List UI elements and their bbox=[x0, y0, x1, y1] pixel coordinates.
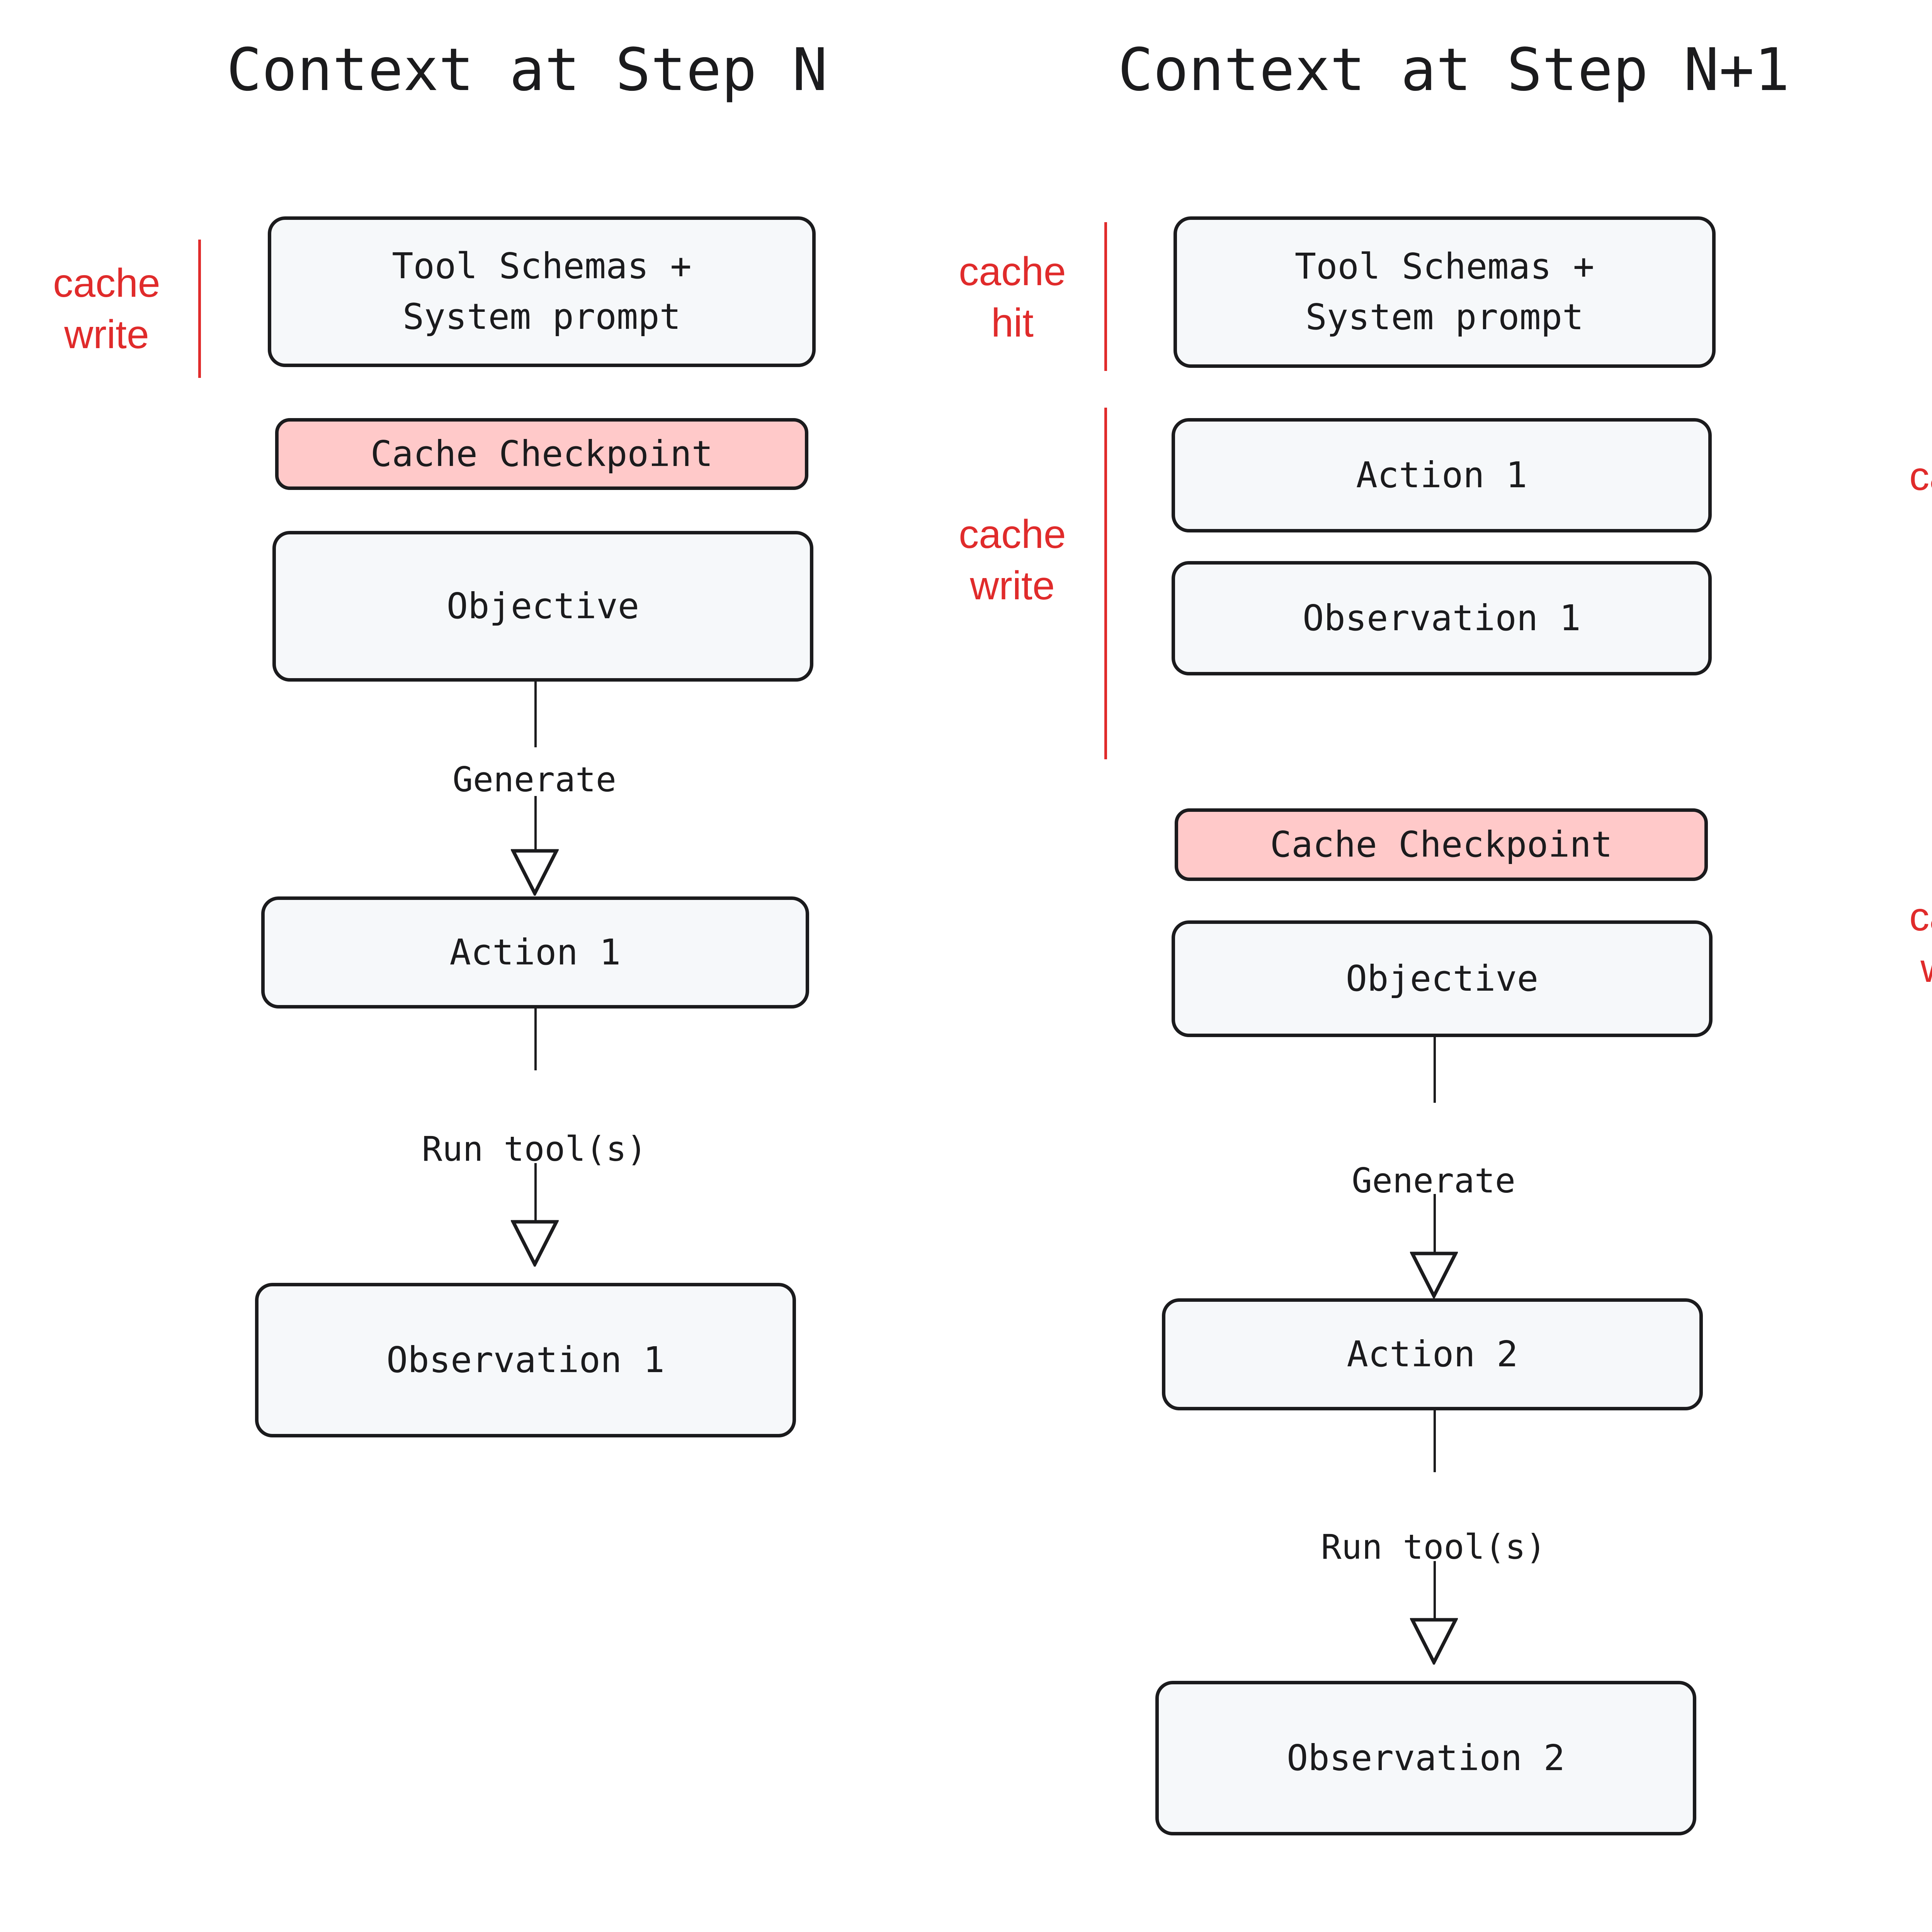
node-action-1-step-n[interactable]: Action 1 bbox=[261, 896, 809, 1009]
column-title-step-n: Context at Step N bbox=[226, 36, 828, 104]
edge-line-runtools-step-n-plus-1 bbox=[1434, 1410, 1436, 1472]
edge-label-runtools-step-n-plus-1: Run tool(s) bbox=[1321, 1527, 1546, 1567]
cache-label-hit-step-n-plus-1: cache hit bbox=[959, 249, 1066, 345]
edge-line-runtools-step-n-lower bbox=[534, 1163, 537, 1221]
edge-line-runtools-step-n bbox=[534, 1009, 537, 1070]
edge-label-runtools-step-n: Run tool(s) bbox=[422, 1129, 647, 1169]
node-objective-step-n-plus-1[interactable]: Objective bbox=[1172, 920, 1713, 1037]
cache-label-write-step-n-plus-1: cache write bbox=[959, 512, 1066, 608]
cache-bar-write-step-n bbox=[198, 240, 201, 378]
node-action-2-step-n-plus-1[interactable]: Action 2 bbox=[1162, 1298, 1703, 1410]
edge-label-generate-step-n: Generate bbox=[452, 760, 616, 799]
edge-line-generate-step-n-plus-1 bbox=[1434, 1037, 1436, 1103]
edge-line-generate-step-n-lower bbox=[534, 796, 537, 850]
edge-label-generate-step-n-plus-1: Generate bbox=[1352, 1161, 1515, 1201]
node-cache-checkpoint-step-n[interactable]: Cache Checkpoint bbox=[275, 418, 808, 490]
column-title-step-n-plus-1: Context at Step N+1 bbox=[1118, 36, 1790, 104]
cache-label-write-step-n-plus-2: cache write bbox=[1909, 894, 1932, 991]
cache-bar-hit-step-n-plus-1 bbox=[1104, 222, 1107, 371]
cache-label-write-step-n: cache write bbox=[53, 260, 160, 357]
edge-line-generate-step-n-plus-1-lower bbox=[1434, 1194, 1436, 1253]
node-action-1-step-n-plus-1[interactable]: Action 1 bbox=[1172, 418, 1712, 532]
node-observation-1-step-n-plus-1[interactable]: Observation 1 bbox=[1172, 561, 1712, 675]
node-observation-2-step-n-plus-1[interactable]: Observation 2 bbox=[1155, 1681, 1696, 1835]
edge-line-runtools-step-n-plus-1-lower bbox=[1434, 1561, 1436, 1619]
node-tool-schemas-step-n-plus-1[interactable]: Tool Schemas + System prompt bbox=[1173, 216, 1716, 368]
edge-line-generate-step-n bbox=[534, 682, 537, 747]
cache-bar-write-step-n-plus-1 bbox=[1104, 408, 1107, 759]
cache-label-hit-step-n-plus-2: cache hit bbox=[1909, 454, 1932, 499]
node-tool-schemas-step-n[interactable]: Tool Schemas + System prompt bbox=[268, 216, 816, 367]
node-cache-checkpoint-step-n-plus-1[interactable]: Cache Checkpoint bbox=[1175, 808, 1708, 881]
node-objective-step-n[interactable]: Objective bbox=[272, 531, 813, 682]
node-observation-1-step-n[interactable]: Observation 1 bbox=[255, 1283, 796, 1437]
